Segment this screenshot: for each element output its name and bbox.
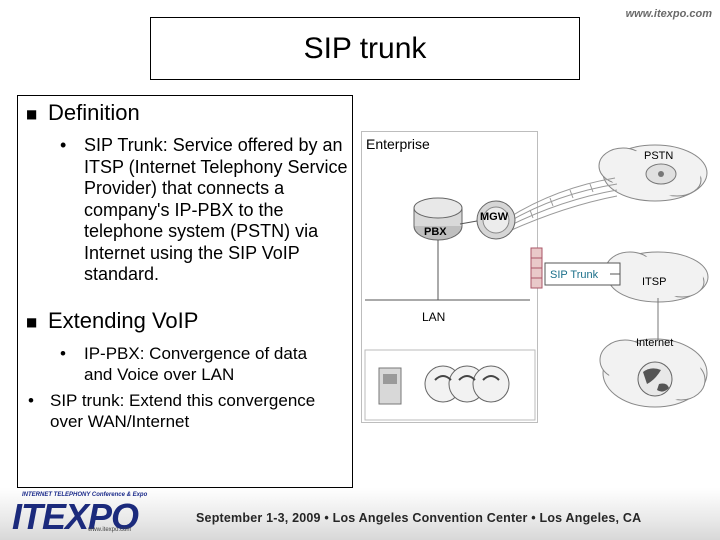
logo-tagline: INTERNET TELEPHONY Conference & Expo [22, 492, 148, 498]
square-bullet-icon: ■ [26, 107, 38, 122]
slide-title: SIP trunk [150, 17, 580, 80]
lan-devices-icon [364, 349, 536, 421]
section-heading-definition: ■ Definition [26, 100, 140, 126]
firewall-icon [530, 247, 543, 289]
telephone-lines [504, 177, 618, 233]
section-heading-extending-voip: ■ Extending VoIP [26, 308, 198, 334]
bullet-dot-icon: • [60, 135, 67, 155]
definition-heading-text: Definition [48, 100, 140, 125]
sip-trunk-label: SIP Trunk [550, 269, 599, 281]
lan-label: LAN [422, 310, 446, 324]
logo-url: www.itexpo.com [88, 527, 132, 533]
itsp-label: ITSP [642, 276, 667, 288]
pbx-mgw-link [459, 220, 478, 225]
bullet-dot-icon: • [60, 344, 66, 363]
square-bullet-icon: ■ [26, 315, 38, 330]
internet-label: Internet [636, 337, 674, 349]
pstn-label: PSTN [644, 150, 674, 162]
mgw-icon [476, 200, 516, 240]
pbx-label: PBX [424, 226, 447, 238]
ip-pbx-bullet: IP-PBX: Convergence of data and Voice ov… [84, 344, 308, 384]
footer-banner [0, 488, 720, 540]
mgw-label: MGW [480, 211, 509, 223]
content-box [17, 95, 353, 488]
pbx-icon [413, 197, 463, 241]
event-info: September 1-3, 2009 • Los Angeles Conven… [196, 511, 642, 525]
website-url: www.itexpo.com [625, 8, 712, 20]
itexpo-logo: ITEXPO [12, 496, 139, 537]
definition-bullet: SIP Trunk: Service offered by an ITSP (I… [84, 135, 348, 284]
extending-heading-text: Extending VoIP [48, 308, 199, 333]
title-text: SIP trunk [303, 31, 427, 65]
bullet-dot-icon: • [28, 391, 34, 410]
enterprise-label: Enterprise [366, 136, 430, 152]
pstn-cloud-icon [598, 144, 708, 202]
internet-cloud-icon [599, 338, 708, 408]
network-diagram [364, 144, 709, 421]
sip-trunk-bullet: SIP trunk: Extend this convergence over … [50, 391, 316, 431]
